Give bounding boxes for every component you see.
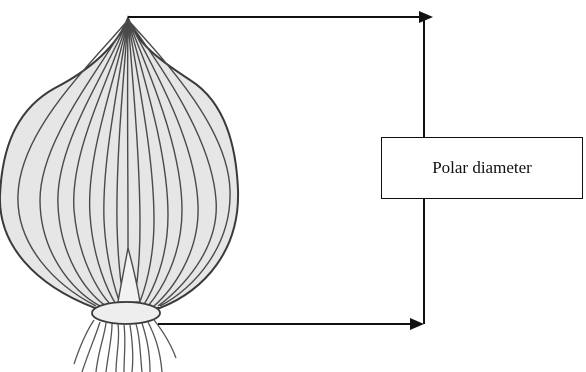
onion-roots xyxy=(74,320,176,372)
onion-basal-plate xyxy=(92,302,160,324)
bottom-arrowhead xyxy=(410,318,424,330)
onion-bulb-illustration xyxy=(0,18,238,372)
top-arrowhead xyxy=(419,11,433,23)
polar-diameter-label-box: Polar diameter xyxy=(381,137,583,199)
polar-diameter-label: Polar diameter xyxy=(432,158,532,178)
